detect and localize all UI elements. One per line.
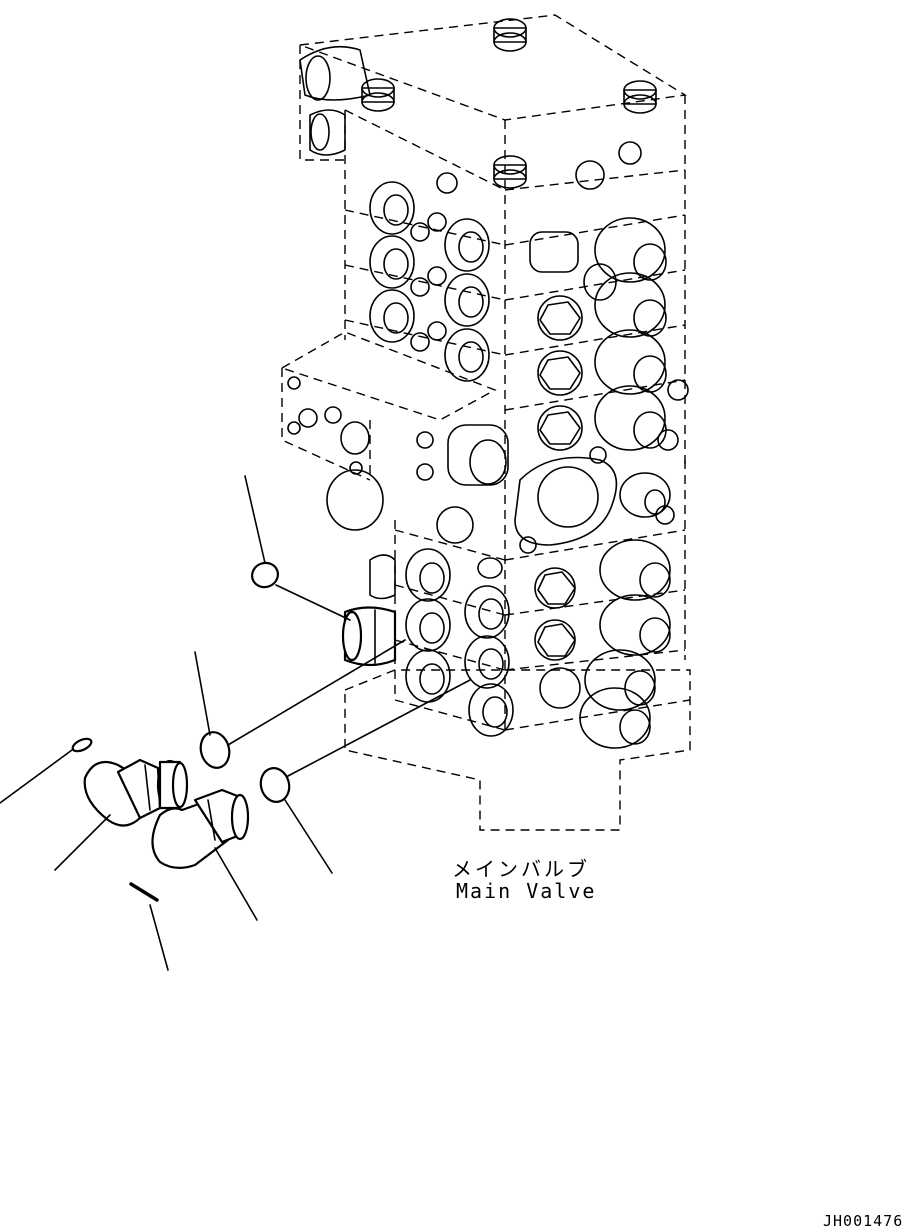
- port-fitting-installed: [341, 606, 397, 667]
- drawing-number: JH001476: [823, 1212, 904, 1230]
- straight-fitting: [151, 788, 250, 869]
- o-ring-small: [71, 737, 93, 753]
- component-label-japanese: メインバルブ: [452, 857, 590, 881]
- component-label-english: Main Valve: [456, 879, 597, 903]
- o-ring-upper: [251, 561, 279, 589]
- top-bolt: [361, 18, 657, 189]
- o-ring-middle: [199, 731, 231, 769]
- elbow-fitting: [83, 758, 189, 827]
- right-face-solenoids: [514, 141, 689, 749]
- left-face-ports: [369, 172, 514, 737]
- main-valve-assembly: [280, 14, 691, 831]
- o-ring-lower: [259, 767, 291, 803]
- pin: [129, 882, 159, 902]
- side-block-ports: [287, 45, 509, 600]
- leader-lines: [0, 475, 471, 971]
